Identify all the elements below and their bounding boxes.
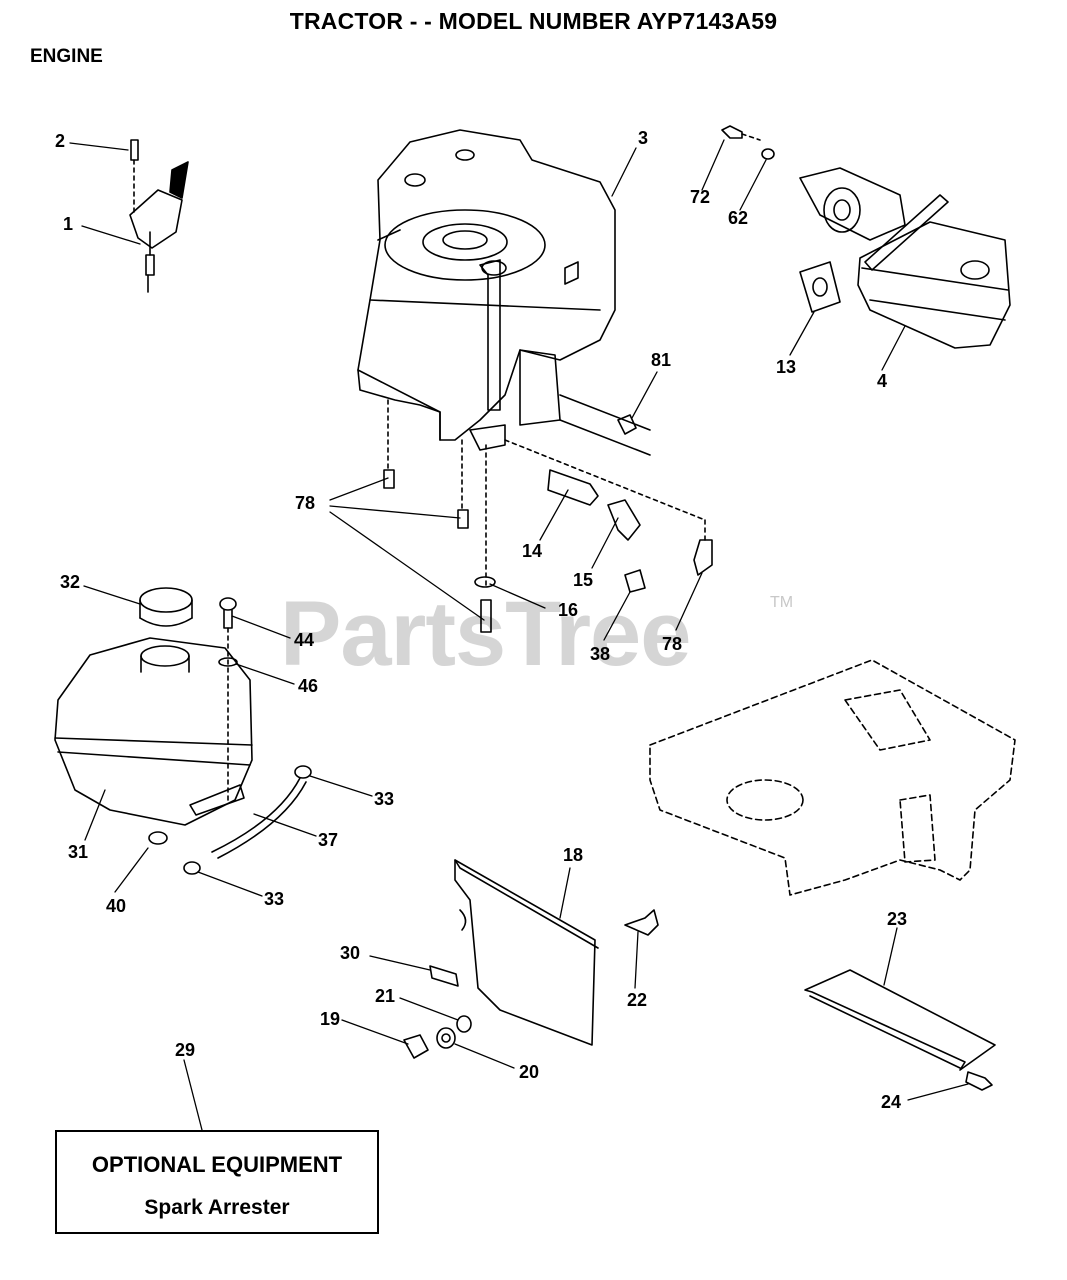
callout-2: 2 xyxy=(54,131,66,151)
fuel-cap-part xyxy=(139,587,193,627)
fuel-fitting-part xyxy=(474,469,646,593)
callout-40: 40 xyxy=(105,896,127,916)
callout-24: 24 xyxy=(880,1092,902,1112)
callout-62: 62 xyxy=(727,208,749,228)
callout-32: 32 xyxy=(59,572,81,592)
callout-18: 18 xyxy=(562,845,584,865)
callout-81: 81 xyxy=(650,350,672,370)
callout-1: 1 xyxy=(62,214,74,234)
callout-46: 46 xyxy=(297,676,319,696)
heat-shield-part xyxy=(403,859,659,1059)
callout-78-lower: 78 xyxy=(661,634,683,654)
callout-78-upper: 78 xyxy=(294,493,316,513)
callout-14: 14 xyxy=(521,541,543,561)
page-title: TRACTOR - - MODEL NUMBER AYP7143A59 xyxy=(289,8,778,34)
callout-37: 37 xyxy=(317,830,339,850)
frame-plate-part xyxy=(649,659,1016,896)
callout-3: 3 xyxy=(637,128,649,148)
callout-23: 23 xyxy=(886,909,908,929)
callout-38: 38 xyxy=(589,644,611,664)
watermark-trademark: TM xyxy=(770,594,794,611)
callout-22: 22 xyxy=(626,990,648,1010)
callout-16: 16 xyxy=(557,600,579,620)
callout-30: 30 xyxy=(339,943,361,963)
fuel-hose-part xyxy=(148,765,312,875)
callout-20: 20 xyxy=(518,1062,540,1082)
callout-33-lower: 33 xyxy=(263,889,285,909)
muffler-part xyxy=(799,167,1011,349)
callout-21: 21 xyxy=(374,986,396,1006)
callout-29: 29 xyxy=(174,1040,196,1060)
engine-part xyxy=(357,129,706,586)
bolt-part xyxy=(383,469,713,633)
nut-part xyxy=(617,414,637,435)
callout-44: 44 xyxy=(293,630,315,650)
section-label: ENGINE xyxy=(30,46,103,67)
callout-72: 72 xyxy=(689,187,711,207)
leader-lines xyxy=(69,139,969,1131)
throttle-control-part xyxy=(129,139,189,293)
gasket-part xyxy=(799,261,841,313)
tank-screw-part xyxy=(218,597,238,801)
callout-31: 31 xyxy=(67,842,89,862)
optional-equipment-box: OPTIONAL EQUIPMENT Spark Arrester xyxy=(55,1130,379,1234)
optional-equipment-heading: OPTIONAL EQUIPMENT xyxy=(91,1152,343,1177)
optional-equipment-item: Spark Arrester xyxy=(144,1196,290,1219)
callout-4: 4 xyxy=(876,371,888,391)
callout-13: 13 xyxy=(775,357,797,377)
callout-15: 15 xyxy=(572,570,594,590)
fuel-tank-part xyxy=(54,637,253,826)
callout-19: 19 xyxy=(319,1009,341,1029)
exhaust-screw-part xyxy=(721,125,775,160)
cover-plate-part xyxy=(804,969,996,1091)
callout-33-upper: 33 xyxy=(373,789,395,809)
